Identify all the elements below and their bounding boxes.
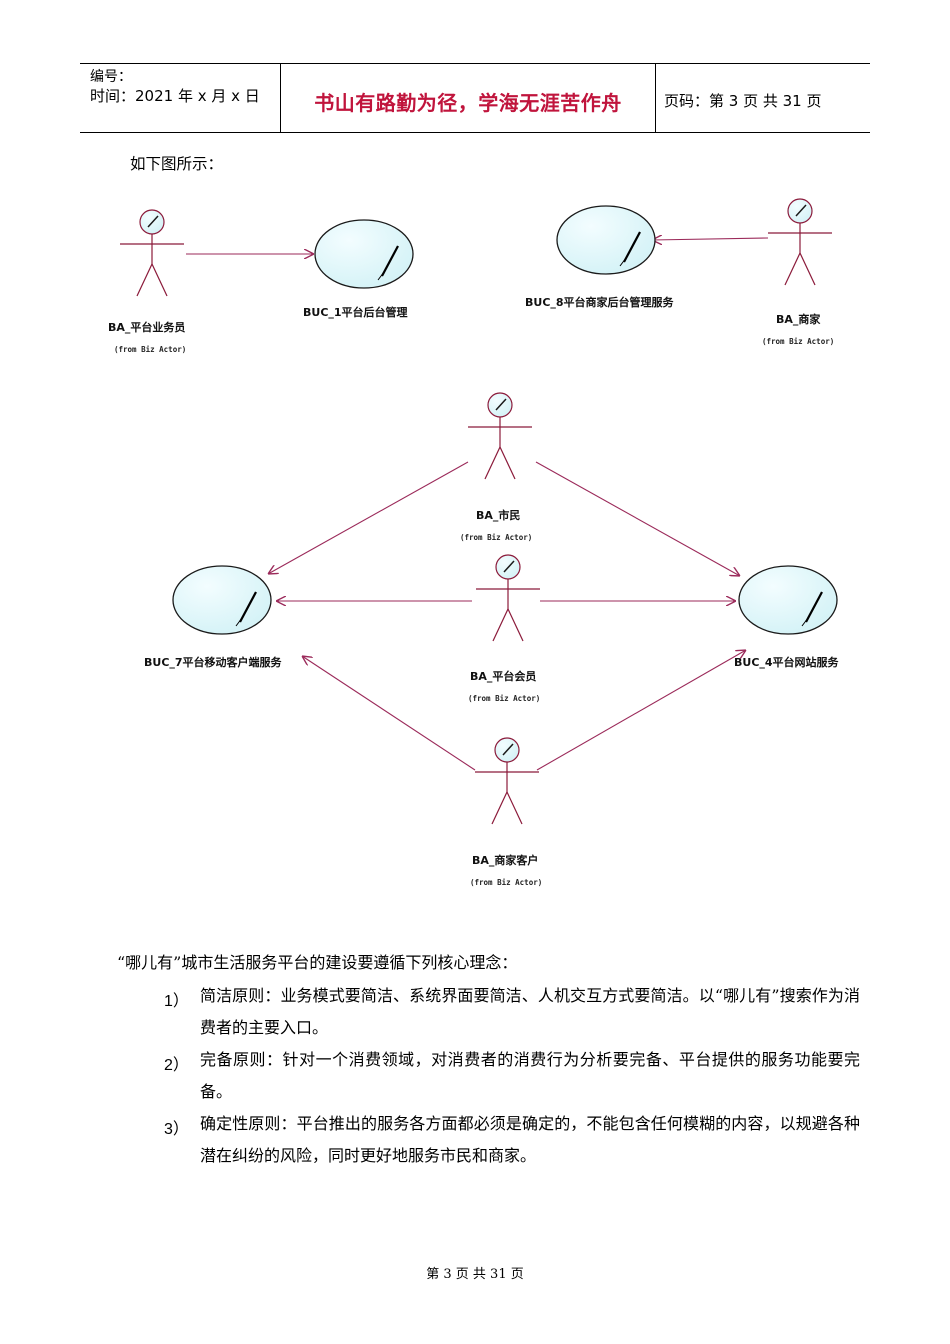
actor-icon	[475, 554, 541, 642]
header-page-cell: 页码：第 3 页 共 31 页	[655, 64, 870, 132]
intro-text: 如下图所示：	[130, 155, 224, 173]
usecase-buc7: BUC_7平台移动客户端服务	[144, 564, 283, 669]
document-time-label: 时间：2021 年 x 月 x 日	[90, 87, 260, 105]
principles-lead: “哪儿有”城市生活服务平台的建设要遵循下列核心理念：	[117, 953, 518, 972]
header-page-number: 页码：第 3 页 共 31 页	[664, 92, 822, 110]
actor-staff: BA_平台业务员 (from Biz Actor)	[108, 209, 186, 354]
assoc-customer-buc7	[302, 656, 476, 771]
page-footer: 第 3 页 共 31 页	[426, 1267, 524, 1282]
actor-citizen-from: (from Biz Actor)	[460, 533, 532, 542]
header-info-cell: 编号： 时间：2021 年 x 月 x 日	[80, 64, 280, 132]
assoc-merchant-buc8	[652, 238, 769, 240]
assoc-citizen-buc7	[268, 461, 469, 574]
usecase-buc8-label: BUC_8平台商家后台管理服务	[525, 295, 675, 309]
usecase-buc7-label: BUC_7平台移动客户端服务	[144, 655, 283, 669]
usecase-buc1: BUC_1平台后台管理	[303, 218, 415, 319]
actor-icon	[467, 392, 533, 480]
actor-staff-label: BA_平台业务员	[108, 320, 185, 334]
usecase-ellipse	[171, 564, 273, 636]
actor-icon	[119, 209, 185, 297]
actor-icon	[474, 737, 540, 825]
actor-merchant-customer: BA_商家客户 (from Biz Actor)	[470, 737, 542, 887]
principle-3-number: 3）	[164, 1121, 189, 1138]
usecase-buc4-label: BUC_4平台网站服务	[734, 655, 840, 669]
principle-3-text: 确定性原则：平台推出的服务各方面都必须是确定的，不能包含任何模糊的内容，以规避各…	[200, 1114, 860, 1165]
actor-merchant-from: (from Biz Actor)	[762, 337, 834, 346]
actor-member-from: (from Biz Actor)	[468, 694, 540, 703]
actor-merchant: BA_商家 (from Biz Actor)	[762, 198, 834, 346]
actor-icon	[767, 198, 833, 286]
principle-1-text: 简洁原则：业务模式要简洁、系统界面要简洁、人机交互方式要简洁。以“哪儿有”搜索作…	[200, 986, 860, 1037]
usecase-buc8: BUC_8平台商家后台管理服务	[525, 204, 675, 309]
actor-staff-from: (from Biz Actor)	[114, 345, 186, 354]
principle-2-number: 2）	[164, 1057, 189, 1074]
assoc-customer-buc4	[536, 650, 746, 771]
actor-citizen: BA_市民 (from Biz Actor)	[460, 392, 533, 542]
header-motto: 书山有路勤为径，学海无涯苦作舟	[314, 91, 622, 115]
usecase-buc1-label: BUC_1平台后台管理	[303, 305, 408, 319]
principle-2-text: 完备原则：针对一个消费领域，对消费者的消费行为分析要完备、平台提供的服务功能要完…	[200, 1050, 860, 1101]
actor-member-label: BA_平台会员	[470, 669, 536, 683]
use-case-diagram: BA_平台业务员 (from Biz Actor) BA_商家 (from Bi…	[108, 198, 840, 887]
assoc-citizen-buc4	[535, 461, 740, 576]
document-number-label: 编号：	[90, 69, 132, 85]
actor-member: BA_平台会员 (from Biz Actor)	[468, 554, 541, 703]
usecase-ellipse	[737, 564, 839, 636]
actor-merchant-customer-label: BA_商家客户	[472, 853, 538, 867]
usecase-ellipse	[313, 218, 415, 290]
associations	[186, 238, 769, 771]
actor-merchant-label: BA_商家	[776, 312, 821, 326]
actor-merchant-customer-from: (from Biz Actor)	[470, 878, 542, 887]
usecase-ellipse	[555, 204, 657, 276]
page-header: 编号： 时间：2021 年 x 月 x 日 书山有路勤为径，学海无涯苦作舟 页码…	[80, 63, 870, 133]
usecase-buc4: BUC_4平台网站服务	[734, 564, 840, 669]
header-motto-cell: 书山有路勤为径，学海无涯苦作舟	[280, 64, 656, 132]
actor-citizen-label: BA_市民	[476, 508, 520, 522]
principle-1-number: 1）	[164, 993, 189, 1010]
